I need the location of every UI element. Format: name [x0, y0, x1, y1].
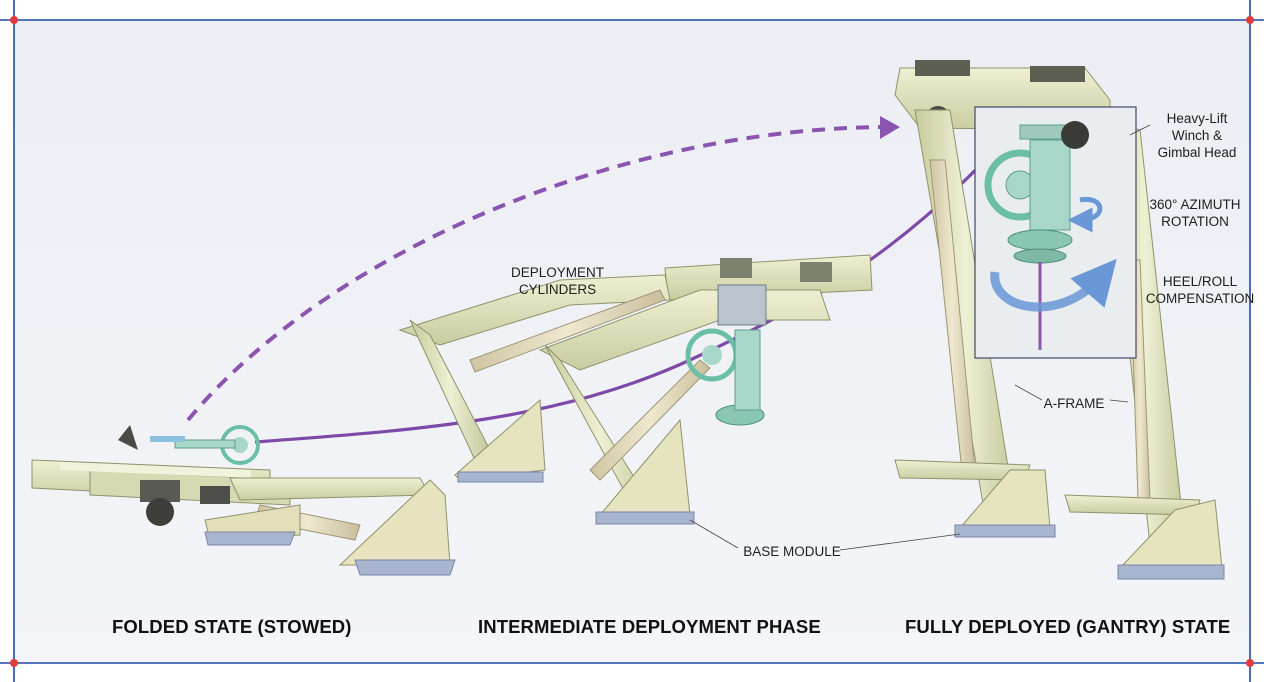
azimuth-rotation-arrow — [1067, 196, 1103, 233]
leader-lines — [689, 124, 1151, 551]
winch-gimbal-label: Heavy-Lift Winch & Gimbal Head — [1157, 111, 1237, 160]
heel-roll-arrow — [990, 258, 1117, 312]
intermediate-state-structure — [398, 254, 873, 525]
base-module-label: BASE MODULE — [743, 544, 841, 559]
transition-arrow-dashed — [186, 125, 881, 422]
caption-folded-state: FOLDED STATE (STOWED) — [112, 616, 352, 637]
deployment-cylinders-label: DEPLOYMENT CYLINDERS — [510, 265, 605, 297]
caption-deployed-state: FULLY DEPLOYED (GANTRY) STATE — [905, 616, 1231, 637]
corner-markers — [10, 16, 1254, 667]
caption-intermediate-phase: INTERMEDIATE DEPLOYMENT PHASE — [478, 616, 821, 637]
a-frame-label: A-FRAME — [1043, 396, 1105, 411]
gimbal-detail-inset — [974, 106, 1137, 359]
folded-state-structure — [31, 425, 456, 576]
transition-arrowhead — [880, 116, 900, 139]
azimuth-rotation-label: 360° AZIMUTH ROTATION — [1149, 197, 1241, 229]
heel-roll-compensation-label: HEEL/ROLL COMPENSATION — [1145, 274, 1255, 306]
